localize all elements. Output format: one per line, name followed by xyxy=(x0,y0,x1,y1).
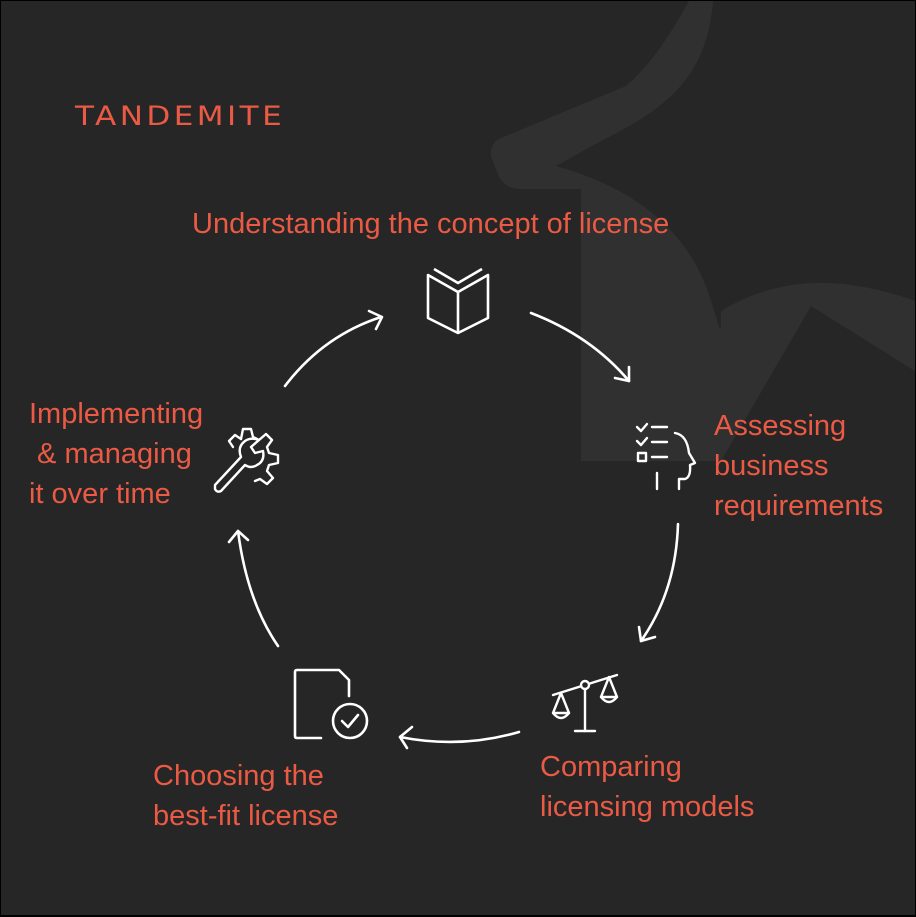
step-label-understanding: Understanding the concept of license xyxy=(192,208,670,240)
wrench-gear-icon xyxy=(211,419,287,500)
arrow-implementing-to-understanding xyxy=(283,309,384,388)
arrow-comparing-to-choosing xyxy=(398,725,521,750)
balance-scale-icon xyxy=(551,671,621,740)
step-label-comparing: Comparing licensing models xyxy=(540,751,755,823)
arrow-choosing-to-implementing xyxy=(227,529,280,648)
document-check-icon xyxy=(293,668,369,747)
open-book-icon xyxy=(426,265,490,340)
checklist-head-icon xyxy=(635,421,697,498)
step-label-assessing: Assessing business requirements xyxy=(714,410,884,522)
step-label-implementing: Implementing & managing it over time xyxy=(29,398,204,510)
step-label-choosing: Choosing the best-fit license xyxy=(153,760,339,832)
tandemite-logo: TANDEMITE xyxy=(75,101,286,132)
arrow-understanding-to-assessing xyxy=(529,311,631,383)
arrow-assessing-to-comparing xyxy=(637,522,680,643)
